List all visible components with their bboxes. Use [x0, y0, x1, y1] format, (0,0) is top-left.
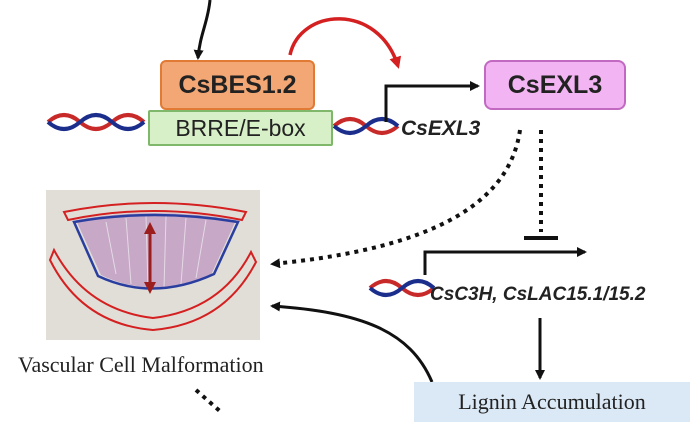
- input-arrow: [193, 0, 212, 60]
- brre-ebox-node: BRRE/E-box: [148, 110, 333, 146]
- lignin-accumulation-node: Lignin Accumulation: [414, 382, 690, 422]
- dna-targets: [368, 279, 436, 297]
- dna-left: [46, 113, 146, 131]
- activation-arrow: [288, 17, 402, 69]
- csexl3-gene-label: CsEXL3: [401, 117, 481, 140]
- lignin-to-vascular-arrow: [270, 301, 434, 383]
- brre-ebox-label: BRRE/E-box: [175, 114, 306, 141]
- vascular-malformation-label: Vascular Cell Malformation: [18, 352, 264, 377]
- dotted-line-bottom: [194, 388, 224, 413]
- csexl3-protein-node: CsEXL3: [484, 60, 626, 110]
- target-genes-label: CsC3H, CsLAC15.1/15.2: [430, 284, 646, 305]
- target-arrow: [423, 247, 587, 275]
- xylem-outline: [72, 213, 240, 290]
- csexl3-protein-label: CsEXL3: [507, 70, 603, 99]
- lignin-accumulation-label: Lignin Accumulation: [458, 389, 646, 414]
- dotted-arrow-vascular: [270, 129, 522, 269]
- csbes12-node: CsBES1.2: [160, 60, 315, 110]
- outer-ring-top: [62, 202, 248, 222]
- vascular-micrograph: [46, 190, 260, 340]
- dna-right: [332, 117, 400, 135]
- transcription-arrow: [384, 81, 480, 122]
- csbes12-label: CsBES1.2: [178, 70, 297, 99]
- pathway-diagram: [46, 0, 587, 413]
- outer-ring-bottom: [48, 247, 258, 332]
